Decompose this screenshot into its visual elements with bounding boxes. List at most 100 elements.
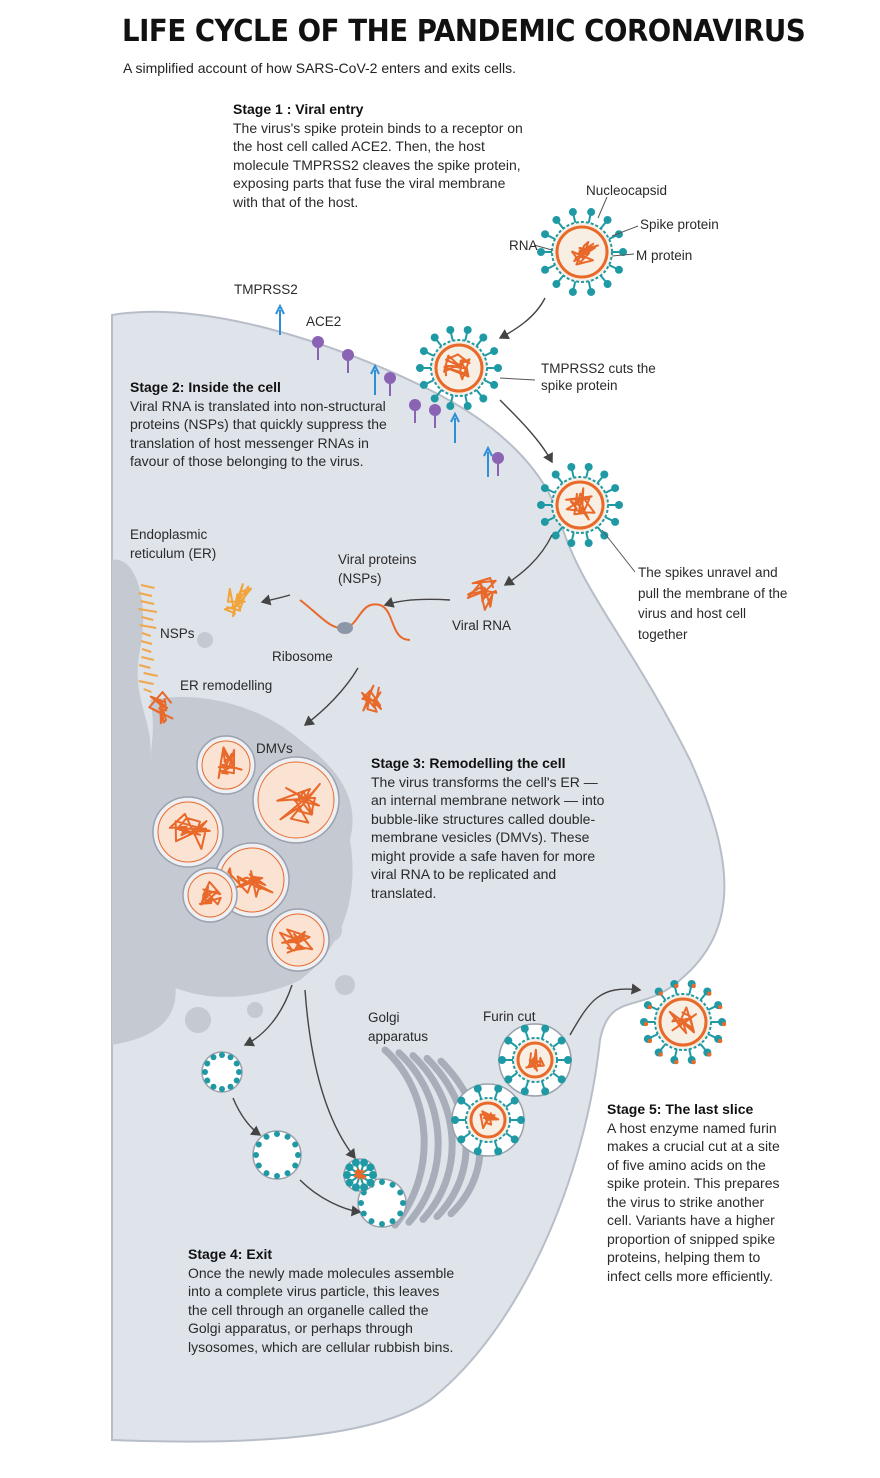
- viral-rna-coil: [668, 1006, 697, 1035]
- spike-head: [541, 1024, 550, 1033]
- nsp-dash: [140, 640, 153, 645]
- furin-cut-mark: [674, 1059, 679, 1065]
- nucleocapsid-ring: [434, 343, 484, 393]
- spike-head: [567, 539, 576, 548]
- spike-head: [541, 265, 550, 274]
- spike-head: [504, 1075, 513, 1084]
- furin-cut-mark: [721, 1021, 727, 1027]
- vesicle-spike: [400, 1200, 406, 1206]
- page-title: LIFE CYCLE OF THE PANDEMIC CORONAVIRUS: [122, 14, 806, 49]
- spike-head: [345, 1178, 354, 1187]
- furin-cut-mark: [658, 1052, 663, 1057]
- page-subtitle: A simplified account of how SARS-CoV-2 e…: [123, 60, 516, 76]
- furin-cut-mark: [647, 1038, 653, 1044]
- pathway-arrow: [569, 983, 642, 1036]
- tmprss2-head: [370, 363, 380, 375]
- stage-1-body: The virus's spike protein binds to a rec…: [233, 119, 523, 210]
- er-blob: [197, 632, 213, 648]
- vesicle-spike: [263, 1170, 270, 1177]
- viral-rna-coil: [353, 1168, 367, 1180]
- vesicle-spike: [210, 1054, 217, 1061]
- spike-head: [457, 1135, 466, 1144]
- furin-cut-mark: [691, 1059, 696, 1065]
- pathway-arrow: [303, 667, 359, 726]
- ace2-head: [342, 349, 354, 361]
- nsp-dash: [140, 600, 155, 605]
- er-blob: [185, 1007, 211, 1033]
- nucleocapsid-ring: [555, 225, 609, 279]
- label-nsps: NSPs: [160, 626, 195, 641]
- spike-head: [457, 1096, 466, 1105]
- leader-line: [611, 253, 635, 257]
- ace2-head: [492, 452, 504, 464]
- stage-3-body: The virus transforms the cell's ER — an …: [371, 773, 605, 901]
- pathway-arrow: [232, 1097, 262, 1136]
- label-rna: RNA: [509, 238, 538, 253]
- spike-head: [568, 208, 577, 217]
- spike-head: [490, 380, 499, 389]
- spike-head: [615, 501, 623, 509]
- spike-head: [520, 1024, 529, 1033]
- spike-head: [343, 1171, 351, 1179]
- vesicle-spike: [219, 1086, 225, 1092]
- spike-head: [446, 325, 455, 334]
- spike-head: [587, 208, 596, 217]
- dmv-rna: [276, 782, 321, 824]
- viral-rna-coil: [479, 1110, 500, 1130]
- ace2-head: [384, 372, 396, 384]
- spike-head: [490, 347, 499, 356]
- leader-line: [597, 196, 608, 219]
- stage-5-text: Stage 5: The last slice A host enzyme na…: [607, 1100, 792, 1285]
- nsp-dash: [138, 664, 151, 669]
- spike-head: [537, 248, 545, 256]
- spike-head: [479, 333, 488, 342]
- vesicle-spike: [292, 1162, 299, 1169]
- stage-4-heading: Stage 4: Exit: [188, 1246, 273, 1262]
- furin-cut-mark: [658, 991, 663, 996]
- nsp-dash: [141, 656, 155, 661]
- viral-rna-coil: [443, 353, 471, 381]
- leader-line: [611, 225, 639, 237]
- spike-head: [537, 501, 545, 509]
- nsp-tangle: [223, 583, 252, 618]
- stage-1-text: Stage 1 : Viral entry The virus's spike …: [233, 100, 523, 211]
- vesicle-spike: [389, 1181, 396, 1188]
- vesicle-spike: [204, 1060, 211, 1067]
- vesicle-spike: [227, 1083, 234, 1090]
- tmprss2-head: [450, 411, 460, 423]
- label-ribosome: Ribosome: [272, 649, 333, 664]
- spike-head: [360, 1158, 369, 1167]
- vesicle-spike: [379, 1221, 385, 1227]
- furin-cut-mark: [707, 1052, 712, 1057]
- rna-tangle: [361, 684, 382, 713]
- viral-rna-coil: [565, 487, 596, 521]
- label-spike-protein: Spike protein: [640, 217, 719, 232]
- vesicle-spike: [284, 1133, 291, 1140]
- spike-head: [473, 1084, 482, 1093]
- nsp-dash: [139, 624, 157, 629]
- nsp-dash: [140, 584, 155, 589]
- nsp-dash: [141, 648, 152, 653]
- viral-rna-strand: [466, 577, 498, 611]
- spike-head: [369, 1171, 377, 1179]
- spike-head: [498, 1056, 506, 1064]
- spike-head: [345, 1163, 354, 1172]
- spike-head: [494, 1147, 503, 1156]
- spike-head: [473, 1147, 482, 1156]
- stage-4-body: Once the newly made molecules assemble i…: [188, 1264, 455, 1355]
- vesicle-spike: [274, 1131, 280, 1137]
- vesicle-spike: [379, 1179, 385, 1185]
- spike-head: [494, 1084, 503, 1093]
- label-er: Endoplasmic reticulum (ER): [130, 527, 217, 561]
- spike-head: [614, 265, 623, 274]
- viral-rna-coil: [571, 241, 599, 266]
- er-blob: [335, 975, 355, 995]
- label-er-remodelling: ER remodelling: [180, 678, 273, 693]
- vesicle-spike: [389, 1218, 396, 1225]
- stage-5-heading: Stage 5: The last slice: [607, 1101, 754, 1117]
- furin-cut-mark: [643, 1021, 649, 1027]
- stage-2-body: Viral RNA is translated into non-structu…: [130, 397, 387, 470]
- golgi-cisterna: [409, 1052, 456, 1223]
- spike-head: [587, 287, 596, 296]
